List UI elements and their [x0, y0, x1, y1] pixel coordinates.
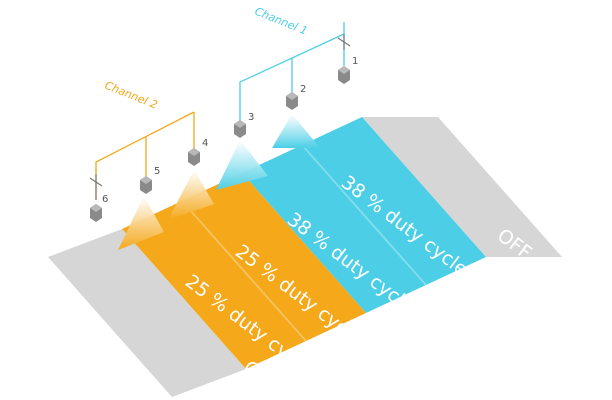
emitter-number-2: 2	[300, 84, 306, 95]
lane-channel-1-a	[242, 145, 426, 313]
light-cone-5	[118, 196, 164, 250]
emitter-number-3: 3	[248, 112, 254, 123]
emitter-numbers: 1 2 3 4 5 6	[102, 56, 358, 205]
light-cone-3	[216, 140, 268, 190]
emitter-number-4: 4	[202, 138, 208, 149]
light-cone-2	[272, 114, 320, 148]
light-cones	[118, 114, 320, 250]
emitter-3	[234, 120, 246, 138]
lane-channel-2-b	[182, 173, 366, 341]
lane-off-front	[48, 229, 246, 397]
lane-channel-2-a	[122, 201, 306, 369]
channel-1-label: Channel 1	[253, 5, 309, 38]
lane-edges	[181, 144, 427, 342]
channel-2-label: Channel 2	[103, 79, 159, 112]
emitter-1	[338, 66, 350, 84]
emitter-devices	[90, 66, 350, 222]
emitter-number-5: 5	[154, 166, 160, 177]
emitter-number-6: 6	[102, 194, 108, 205]
lane-off-back	[362, 117, 562, 257]
channel-2-cut-mark	[89, 174, 103, 200]
emitter-number-1: 1	[352, 56, 358, 67]
lane-channel-1-b	[302, 117, 486, 285]
channel-1-cut-mark	[337, 34, 351, 50]
emitter-5	[140, 176, 152, 194]
light-cone-4	[168, 170, 214, 220]
emitter-2	[286, 92, 298, 110]
emitter-4	[188, 148, 200, 166]
emitter-6	[90, 204, 102, 222]
lane-group	[48, 117, 562, 397]
